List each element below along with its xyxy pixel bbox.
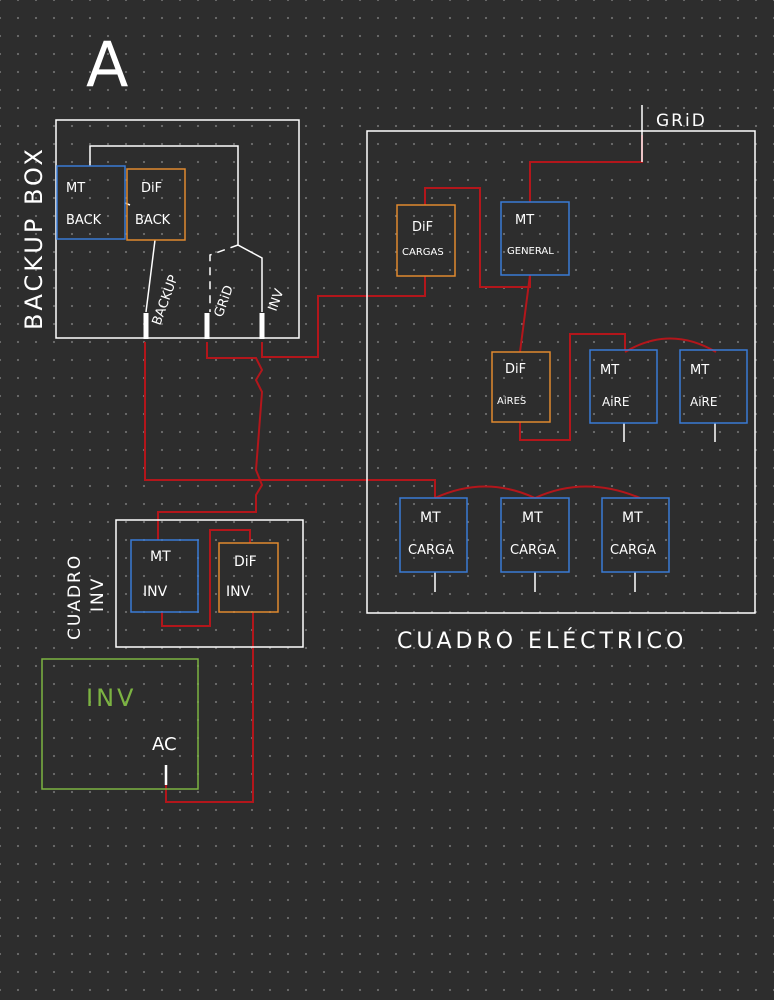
backup-grid-dashed xyxy=(209,244,239,312)
wire-carga-arc-1 xyxy=(434,485,536,499)
page-label: A xyxy=(86,28,128,101)
wire-dif-inv-to-ac xyxy=(165,612,254,803)
dif-back-breaker[interactable] xyxy=(126,168,186,241)
terminal-backup-label: BACKUP xyxy=(150,273,182,327)
inverter-box[interactable] xyxy=(41,658,199,790)
mt-carga-breaker-3[interactable] xyxy=(601,497,670,573)
wire-general-to-dif-aires xyxy=(519,274,531,353)
mt-inv-label-2: INV xyxy=(143,584,168,600)
wire-grid-terminal xyxy=(157,342,264,540)
mt-carga-3-label-2: CARGA xyxy=(610,543,656,558)
dif-aires-breaker[interactable] xyxy=(491,351,551,423)
mt-carga-breaker-2[interactable] xyxy=(500,497,570,573)
cuadro-electrico-frame xyxy=(366,130,756,614)
backup-box-title: BACKUP BOX xyxy=(20,146,48,330)
cuadro-electrico-title: CUADRO ELÉCTRICO xyxy=(397,628,687,654)
wire-cargas-to-inv xyxy=(261,276,426,358)
dif-back-to-backup xyxy=(145,239,156,313)
dif-back-label-2: BACK xyxy=(135,213,171,228)
dif-aires-label-1: DiF xyxy=(505,362,526,377)
white-structure xyxy=(55,105,756,785)
inverter-title: INV xyxy=(86,684,136,712)
mt-aire-breaker-1[interactable] xyxy=(589,349,658,424)
mt-carga-1-label-1: MT xyxy=(420,510,441,526)
dif-cargas-breaker[interactable] xyxy=(396,204,456,277)
wire-dif-aires-to-aires xyxy=(519,333,626,441)
mt-aire-2-label-2: AiRE xyxy=(690,395,717,409)
wire-backup-to-cargas xyxy=(144,342,436,498)
wire-dif-cargas-top xyxy=(424,187,531,288)
dif-back-label-1: DiF xyxy=(141,181,162,196)
mt-aire-1-label-1: MT xyxy=(600,363,619,378)
mt-inv-breaker[interactable] xyxy=(130,539,199,613)
mt-carga-breaker-1[interactable] xyxy=(399,497,468,573)
mt-general-breaker[interactable] xyxy=(500,201,570,276)
mt-back-label-2: BACK xyxy=(66,213,102,228)
wire-aire-arc xyxy=(624,337,717,353)
backup-internal-wire xyxy=(89,145,263,312)
backup-box-frame xyxy=(55,119,300,339)
mt-general-label-1: MT xyxy=(515,213,534,228)
red-wiring xyxy=(144,135,717,803)
dif-aires-label-2: AiRES xyxy=(497,396,526,407)
mt-aire-1-label-2: AiRE xyxy=(602,395,629,409)
grid-label: GRiD xyxy=(656,111,707,131)
mt-carga-2-label-2: CARGA xyxy=(510,543,556,558)
wire-grid-to-mt-general xyxy=(529,135,643,202)
mt-back-label-1: MT xyxy=(66,181,85,196)
mt-carga-2-label-1: MT xyxy=(522,510,543,526)
mt-inv-label-1: MT xyxy=(150,549,171,565)
mt-aire-breaker-2[interactable] xyxy=(679,349,748,424)
cuadro-inv-title-2: INV xyxy=(88,577,108,612)
backup-terminals xyxy=(143,313,265,339)
wire-carga-arc-2 xyxy=(534,485,641,499)
mt-carga-3-label-1: MT xyxy=(622,510,643,526)
dif-cargas-label-2: CARGAS xyxy=(402,247,444,258)
wire-mt-inv-to-dif-inv xyxy=(161,529,251,627)
dif-inv-breaker[interactable] xyxy=(218,542,279,613)
dif-cargas-label-1: DiF xyxy=(412,220,433,235)
dif-inv-label-1: DiF xyxy=(234,554,257,570)
cuadro-inv-frame xyxy=(115,519,304,648)
terminal-grid-label: GRiD xyxy=(212,283,237,319)
mt-carga-1-label-2: CARGA xyxy=(408,543,454,558)
mt-back-breaker[interactable] xyxy=(56,165,126,240)
terminal-inv-label: INV xyxy=(266,287,288,313)
mt-aire-2-label-1: MT xyxy=(690,363,709,378)
dif-inv-label-2: INV xyxy=(226,584,251,600)
inverter-ac-label: AC xyxy=(152,734,177,755)
cuadro-inv-title-1: CUADRO xyxy=(65,554,85,640)
mt-general-label-2: GENERAL xyxy=(507,246,554,257)
